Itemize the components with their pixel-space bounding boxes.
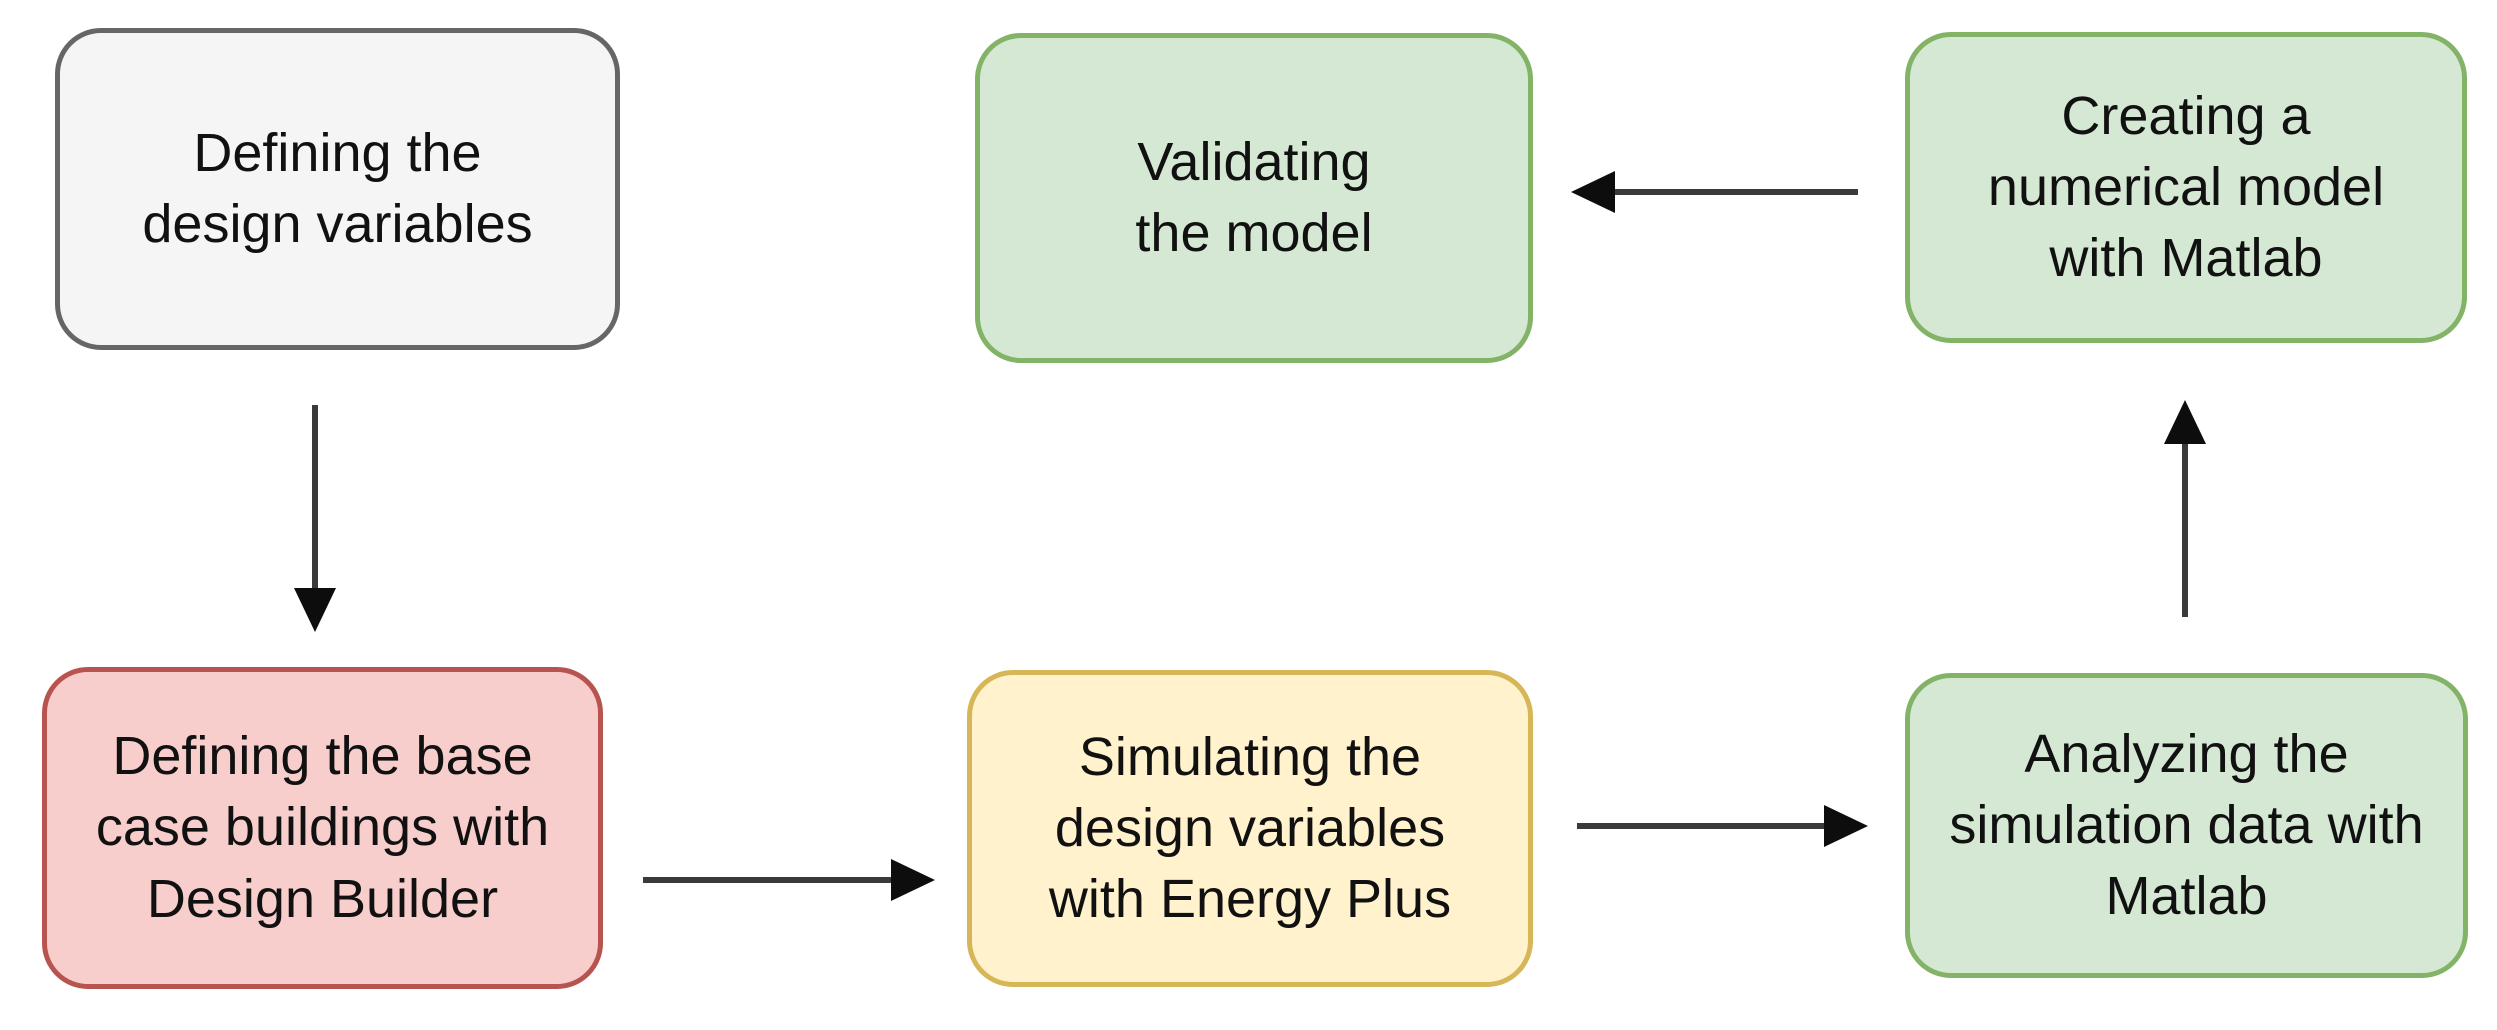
node-label: Simulating the design variables with Ene… [1049,722,1451,936]
label-line: case buildings with [95,797,550,858]
label-line: simulation data with [1949,794,2424,855]
arrowhead-up-icon [2164,400,2206,444]
label-line: Defining the [193,122,482,183]
node-defining-design-variables: Defining the design variables [55,28,620,350]
node-label: Defining the base case buildings with De… [96,721,549,935]
arrow-shaft [1613,189,1858,195]
arrowhead-down-icon [294,588,336,632]
node-label: Validating the model [1135,127,1372,270]
label-line: with Energy Plus [1048,869,1452,930]
label-line: numerical model [1987,156,2385,217]
arrowhead-right-icon [891,859,935,901]
node-defining-base-case-buildings: Defining the base case buildings with De… [42,667,603,989]
node-label: Analyzing the simulation data with Matla… [1949,719,2423,933]
label-line: the model [1135,203,1373,263]
arrow-shaft [2182,441,2188,617]
arrowhead-right-icon [1824,805,1868,847]
node-simulating-design-variables: Simulating the design variables with Ene… [967,670,1533,987]
arrow-shaft [643,877,895,883]
label-line: design variables [1054,797,1446,858]
label-line: Matlab [2105,866,2268,927]
node-creating-numerical-model: Creating a numerical model with Matlab [1905,32,2467,343]
arrow-shaft [312,405,318,595]
label-line: design variables [142,194,533,254]
label-line: Defining the base [112,726,533,787]
label-line: Creating a [2061,85,2311,146]
label-line: Analyzing the [2024,723,2349,784]
arrow-shaft [1577,823,1827,829]
node-label: Creating a numerical model with Matlab [1988,81,2384,295]
node-label: Defining the design variables [142,118,532,261]
node-analyzing-simulation-data: Analyzing the simulation data with Matla… [1905,673,2468,978]
label-line: with Matlab [2049,228,2323,289]
arrowhead-left-icon [1571,171,1615,213]
label-line: Validating [1137,131,1371,192]
node-validating-model: Validating the model [975,33,1533,363]
label-line: Design Builder [146,868,499,929]
label-line: Simulating the [1078,726,1422,787]
